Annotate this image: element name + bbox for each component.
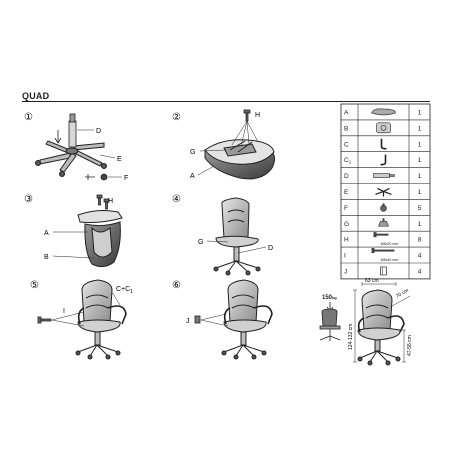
step-5-number: ⑤	[30, 280, 39, 291]
step-1: ① D	[24, 112, 128, 182]
part-quantity: 1	[418, 141, 422, 148]
screw-h-group-2	[96, 194, 110, 210]
base-star-drawing	[35, 140, 107, 177]
parts-table-row: H M8x20 mm 8	[341, 230, 430, 246]
step-4-number: ④	[172, 194, 181, 205]
title-rule	[22, 101, 430, 102]
part-dimension: M8x20 mm	[381, 242, 399, 246]
part-letter: H	[344, 237, 349, 244]
part-icon	[380, 138, 387, 150]
step-3-label-a: A	[44, 230, 49, 237]
step-5-label-c: C+C1	[116, 286, 133, 295]
step-3-label-h: H	[108, 198, 113, 205]
part-letter: A	[344, 109, 349, 116]
part-icon	[376, 122, 391, 134]
step-6-label-j: J	[186, 318, 190, 325]
parts-table-row: C1 1	[341, 151, 430, 166]
part-quantity: 1	[418, 189, 422, 196]
height-dimension: 124-132 cm	[348, 324, 354, 350]
part-dimension: M8x40 mm	[381, 258, 399, 262]
dimension-block: 150kg	[319, 278, 413, 366]
dimensioned-chair-drawing	[357, 289, 405, 366]
parts-table-row: I M8x40 mm 4	[341, 246, 430, 262]
depth-dimension: 70 cm	[395, 288, 410, 300]
chair-step-5-drawing	[75, 279, 127, 360]
part-icon	[380, 154, 387, 166]
step-1-number: ①	[24, 112, 33, 123]
part-letter: I	[344, 253, 346, 260]
part-icon	[380, 266, 387, 276]
part-quantity: 1	[418, 173, 422, 180]
part-letter: F	[344, 205, 348, 212]
part-quantity: 4	[418, 268, 422, 275]
part-quantity: 4	[418, 253, 422, 260]
step-3-label-b: B	[44, 254, 49, 261]
parts-table-frame	[340, 103, 431, 280]
part-quantity: 8	[418, 237, 422, 244]
part-icon	[373, 232, 389, 238]
chair-step-6-drawing	[221, 279, 273, 360]
step-6: ⑥ J	[172, 279, 273, 360]
part-quantity: 1	[418, 125, 422, 132]
step-2-label-a: A	[190, 173, 195, 180]
gas-lift-drawing	[54, 113, 77, 148]
part-letter: J	[344, 268, 347, 275]
step-1-label-d: D	[96, 128, 101, 135]
part-quantity: 5	[418, 205, 422, 212]
step-2-label-h: H	[255, 112, 260, 119]
step-2-number: ②	[172, 112, 181, 123]
part-letter: D	[344, 173, 349, 180]
load-limit: 150kg	[319, 295, 341, 341]
max-load-value: 150kg	[322, 295, 337, 301]
cap-j-drawing	[194, 315, 201, 324]
product-title: QUAD	[22, 91, 50, 101]
part-icon	[378, 218, 389, 227]
step-5-label-i: I	[63, 308, 65, 315]
part-quantity: 1	[418, 109, 422, 116]
width-dimension: 63 cm	[365, 278, 379, 284]
step-4-label-g: G	[198, 239, 203, 246]
part-icon	[371, 248, 395, 254]
step-1-label-e: E	[117, 156, 122, 163]
part-letter: B	[344, 125, 348, 132]
step-4-label-d: D	[268, 245, 273, 252]
part-icon	[373, 173, 395, 178]
part-icon	[375, 187, 392, 197]
step-3: ③ H A B	[24, 194, 123, 268]
part-icon	[371, 108, 396, 116]
screw-h-group	[231, 109, 259, 147]
part-quantity: 1	[418, 157, 422, 164]
part-letter: E	[344, 189, 349, 196]
screw-i-drawing	[37, 316, 52, 324]
step-5: ⑤ C+C1 I	[30, 279, 133, 360]
part-letter: C1	[344, 157, 352, 165]
seat-height-dimension: 47-55 cm	[407, 335, 413, 356]
step-4: ④ G D	[172, 194, 273, 276]
seat-and-back-drawing	[77, 210, 123, 268]
part-quantity: 1	[418, 221, 422, 228]
chair-step-4-drawing	[213, 197, 261, 276]
part-letter: G	[344, 221, 349, 228]
step-1-label-f: F	[124, 175, 128, 182]
step-3-number: ③	[24, 194, 33, 205]
part-icon	[380, 203, 387, 212]
part-letter: C	[344, 141, 349, 148]
caster-f-drawing	[85, 173, 108, 181]
dimension-lines	[353, 282, 411, 363]
step-2-label-g: G	[190, 149, 195, 156]
step-2: ② H G A	[172, 109, 276, 180]
seat-underside-drawing	[204, 139, 276, 180]
step-6-number: ⑥	[172, 280, 181, 291]
